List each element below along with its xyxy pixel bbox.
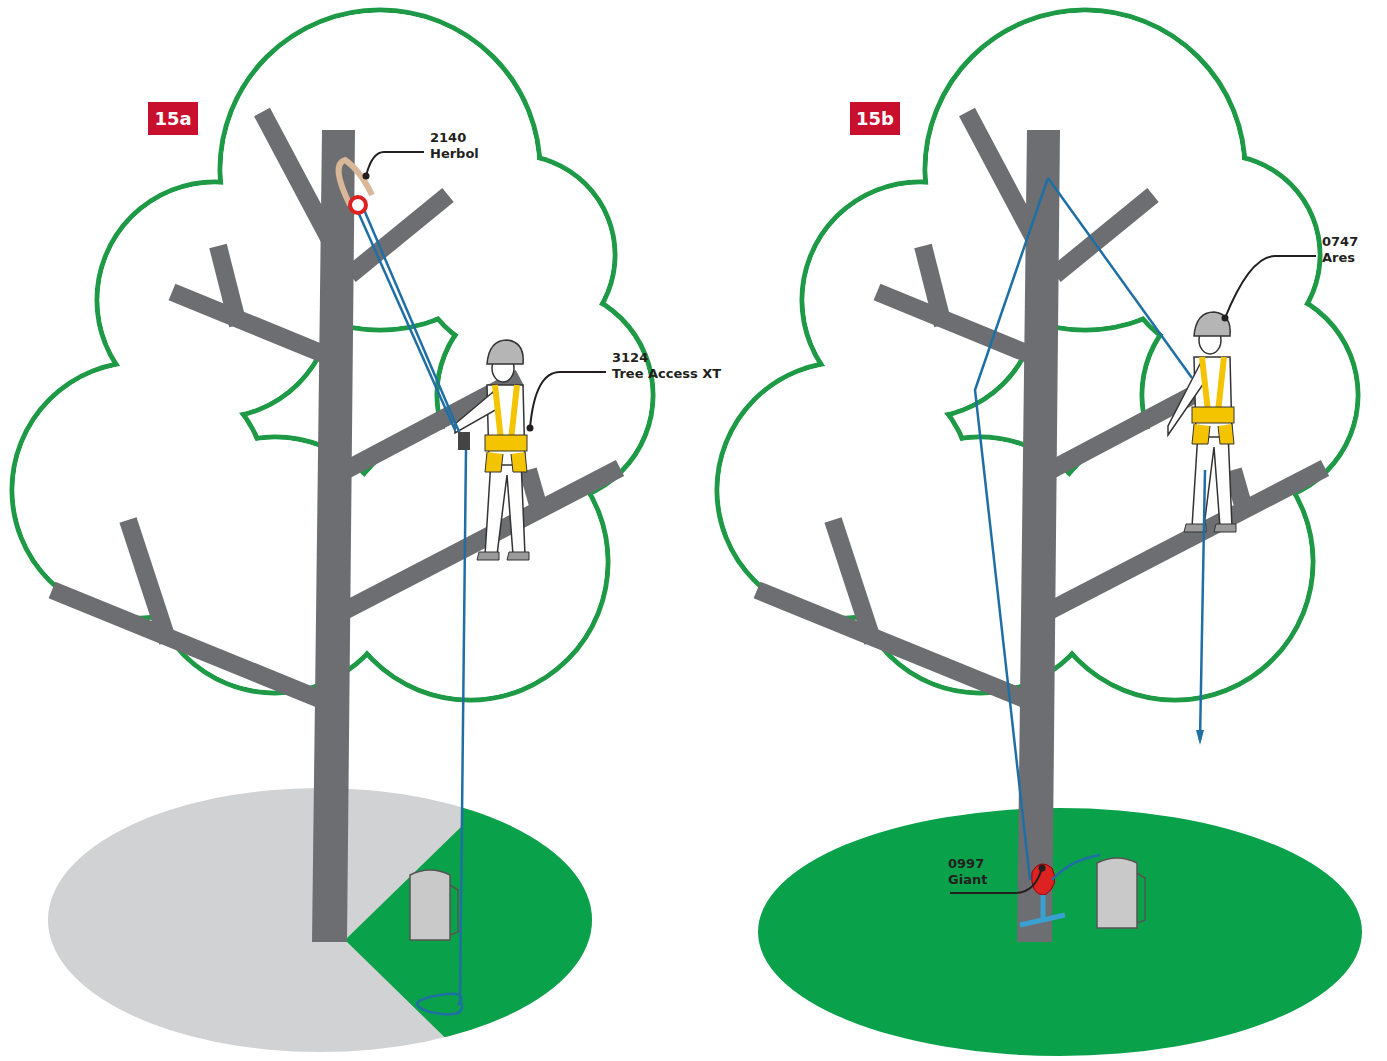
rope xyxy=(975,178,1048,880)
branch xyxy=(52,590,322,700)
bag-handle xyxy=(450,885,458,935)
branch xyxy=(218,246,238,325)
arm xyxy=(1168,364,1206,435)
leader-line xyxy=(530,372,606,428)
crown-fill xyxy=(418,158,613,353)
branch xyxy=(967,112,1035,240)
part-number: 3124 xyxy=(612,350,648,366)
ground-green xyxy=(758,808,1362,1056)
figure-number: 15a xyxy=(154,110,191,128)
rope-bag xyxy=(410,870,450,940)
rope xyxy=(362,205,466,448)
branch xyxy=(350,195,448,275)
climber xyxy=(1168,312,1236,532)
leader-line xyxy=(366,152,424,176)
shoe xyxy=(1184,524,1236,532)
anchor-sling xyxy=(1020,895,1065,925)
branch xyxy=(877,292,1031,355)
leg xyxy=(1192,432,1232,527)
part-name: Giant xyxy=(948,872,987,888)
branch xyxy=(923,246,943,325)
branch xyxy=(757,590,1027,700)
harness-belt xyxy=(485,435,527,451)
rope-bag xyxy=(1097,858,1137,928)
part-name: Herbol xyxy=(430,146,479,162)
helmet xyxy=(1194,312,1230,336)
harness-leg xyxy=(485,452,527,472)
tree xyxy=(12,10,653,942)
rope-end xyxy=(1196,730,1204,745)
bag-handle xyxy=(1137,873,1145,923)
branch xyxy=(172,292,326,355)
tree xyxy=(717,10,1358,942)
branch xyxy=(346,468,620,610)
leader-dot xyxy=(1222,315,1229,322)
ground-green xyxy=(345,770,640,1061)
figure-badge: 15b xyxy=(850,102,900,135)
part-number: 2140 xyxy=(430,130,466,146)
figure-number: 15b xyxy=(856,110,894,128)
figure-badge: 15a xyxy=(148,102,198,135)
part-number: 0747 xyxy=(1322,234,1358,250)
leader-dot xyxy=(1039,865,1046,872)
branch xyxy=(1233,470,1245,512)
branch xyxy=(833,520,873,642)
branch xyxy=(528,470,540,512)
leader-line xyxy=(1225,256,1316,318)
harness xyxy=(1202,357,1224,412)
tree-access-device xyxy=(458,432,470,450)
harness-belt xyxy=(1192,407,1234,423)
branch xyxy=(262,112,330,240)
leader-dot xyxy=(527,425,534,432)
part-number: 0997 xyxy=(948,856,984,872)
branch xyxy=(128,520,168,642)
trunk xyxy=(312,130,355,942)
harness-leg xyxy=(1192,424,1234,444)
branch xyxy=(1051,468,1325,610)
rope xyxy=(1052,855,1100,880)
arm xyxy=(455,392,499,433)
helmet xyxy=(487,340,523,364)
harness xyxy=(495,385,517,440)
rope xyxy=(1048,178,1192,378)
part-name: Tree Access XT xyxy=(612,366,721,382)
leader-dot xyxy=(363,173,370,180)
shoe xyxy=(477,552,529,560)
herbol-ring xyxy=(350,197,366,213)
leg xyxy=(485,460,525,555)
rope xyxy=(355,205,455,430)
part-name: Ares xyxy=(1322,250,1355,266)
giant-device xyxy=(1032,864,1055,895)
rope xyxy=(1200,470,1205,740)
